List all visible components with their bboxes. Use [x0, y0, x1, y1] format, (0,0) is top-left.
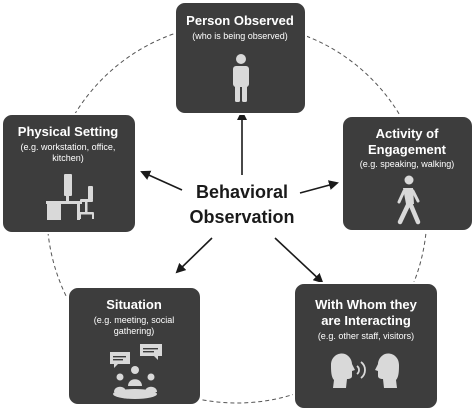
node-whom-box	[293, 282, 439, 410]
arrows	[140, 110, 339, 284]
node-physical-setting: Physical Setting (e.g. workstation, offi…	[1, 113, 137, 234]
center-line-1: Behavioral	[196, 182, 288, 202]
situation-sub-2: gathering)	[114, 326, 155, 336]
workstation-icon	[46, 174, 94, 220]
setting-sub-2: kitchen)	[52, 153, 84, 163]
setting-sub-1: (e.g. workstation, office,	[21, 142, 116, 152]
activity-sub-1: (e.g. speaking, walking)	[360, 159, 455, 169]
node-situation: Situation (e.g. meeting, social gatherin…	[67, 286, 202, 406]
node-situation-box	[67, 286, 202, 406]
whom-title-1: With Whom they	[315, 297, 417, 312]
person-standing-icon	[233, 54, 249, 102]
person-walking-icon	[397, 175, 421, 225]
arrow-to-situation	[175, 237, 213, 274]
person-sub-1: (who is being observed)	[192, 31, 288, 41]
meeting-icon	[110, 344, 162, 399]
node-person-observed: Person Observed (who is being observed)	[174, 1, 307, 115]
center-line-2: Observation	[189, 207, 294, 227]
whom-title-2: are Interacting	[321, 313, 411, 328]
node-activity-box	[341, 115, 474, 232]
activity-title-1: Activity of	[376, 126, 440, 141]
center-label: Behavioral Observation	[189, 182, 294, 227]
activity-title-2: Engagement	[368, 142, 447, 157]
whom-sub-1: (e.g. other staff, visitors)	[318, 331, 414, 341]
arrow-to-whom	[274, 237, 324, 284]
node-setting-box	[1, 113, 137, 234]
setting-title-1: Physical Setting	[18, 124, 118, 139]
situation-sub-1: (e.g. meeting, social	[94, 315, 175, 325]
arrow-to-setting	[140, 170, 183, 191]
arrow-to-activity	[299, 180, 339, 194]
node-activity-of-engagement: Activity of Engagement (e.g. speaking, w…	[341, 115, 474, 232]
person-title-1: Person Observed	[186, 13, 294, 28]
situation-title-1: Situation	[106, 297, 162, 312]
node-with-whom-interacting: With Whom they are Interacting (e.g. oth…	[293, 282, 439, 410]
talking-heads-icon	[331, 353, 399, 388]
